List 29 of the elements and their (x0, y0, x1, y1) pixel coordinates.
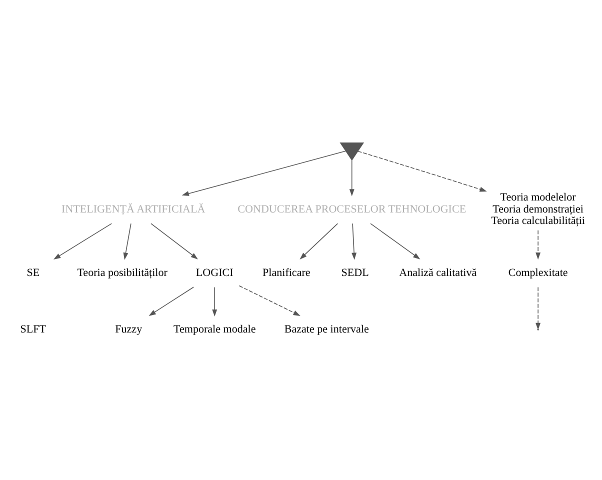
node-arrow (340, 142, 364, 160)
arrow (300, 222, 338, 259)
arrow (349, 159, 354, 196)
node-text: LOGICI (196, 266, 234, 278)
arrow (212, 286, 218, 316)
arrow (150, 222, 198, 259)
node-text: Complexitate (508, 266, 568, 278)
label: SLFT (20, 323, 46, 336)
node-text: INTELIGENȚĂ ARTIFICIALĂ (62, 202, 206, 215)
node-text: CONDUCEREA PROCESELOR TEHNOLOGICE (238, 202, 466, 215)
node-text: Bazate pe intervale (284, 323, 369, 336)
node-text: Analiză calitativă (399, 266, 477, 278)
node-text: Teoria posibilităților (77, 266, 168, 278)
arrow (182, 150, 346, 196)
node-text: SE (26, 266, 40, 278)
node-text: Teoria modelelor Teoria demonstrației Teoria calculabilității (491, 190, 585, 227)
node-text: Fuzzy (115, 323, 142, 336)
arrow (370, 222, 420, 259)
arrow (238, 284, 300, 316)
arrow (352, 222, 357, 260)
arrow (536, 286, 541, 330)
arrow (358, 150, 487, 192)
node-text: Temporale modale (174, 323, 256, 336)
arrow (123, 222, 132, 260)
node-text: SEDL (341, 266, 369, 278)
arrow (54, 222, 112, 259)
node-text: Planificare (262, 266, 310, 278)
arrow (536, 230, 541, 260)
arrow (148, 286, 194, 316)
